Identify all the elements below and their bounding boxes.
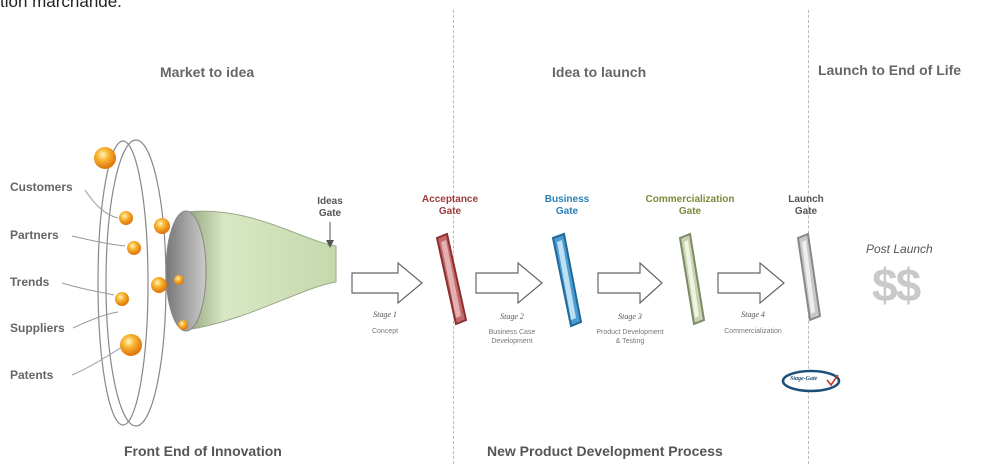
idea-bubble	[151, 277, 167, 293]
stage-1-label: Stage 1	[373, 310, 397, 319]
dollar-sign-symbol: $$	[872, 259, 921, 311]
stage-4-desc: Commercialization	[724, 328, 782, 335]
source-arrows	[61, 189, 126, 376]
stage-3-desc-line2: & Testing	[615, 338, 645, 345]
idea-bubble	[154, 218, 170, 234]
business-gate-label-line1: Business	[544, 194, 590, 205]
stage-gate-logo-text: Stage-Gate	[790, 376, 818, 382]
acceptance-gate-label-line2: Gate	[438, 206, 462, 217]
footer-new-product-development: New Product Development Process	[487, 443, 723, 459]
idea-bubble	[94, 147, 116, 169]
commercialization-gate-label-line2: Gate	[678, 206, 702, 217]
stage-3-block: Stage 3 Product Development & Testing	[580, 312, 680, 346]
business-gate-label-line2: Gate	[555, 206, 579, 217]
section-divider-1	[453, 10, 454, 464]
ideas-gate-label-line2: Gate	[318, 208, 342, 219]
idea-bubble	[120, 334, 142, 356]
stage-2-label: Stage 2	[500, 312, 524, 321]
ideas-gate-label: Ideas Gate	[310, 196, 350, 220]
stage-3-desc-line1: Product Development	[596, 329, 664, 336]
stage-gate-logo	[781, 369, 841, 393]
funnel-body	[185, 210, 337, 331]
idea-bubble	[115, 292, 129, 306]
business-gate-pane	[551, 232, 583, 328]
stage-4-label: Stage 4	[741, 310, 765, 319]
idea-bubble	[119, 211, 133, 225]
idea-bubble	[178, 320, 188, 330]
stage-2-desc-line2: Development	[491, 338, 533, 345]
launch-gate-pane	[796, 232, 822, 322]
post-launch-label: Post Launch	[866, 242, 933, 256]
stage-1-desc: Concept	[371, 328, 399, 335]
launch-gate-label: Launch Gate	[776, 194, 836, 218]
header-idea-to-launch: Idea to launch	[552, 64, 647, 80]
commercialization-gate-label: Commercialization Gate	[632, 194, 748, 218]
source-label-patents: Patents	[10, 368, 54, 382]
commercialization-gate-label-line1: Commercialization	[645, 194, 735, 205]
source-label-suppliers: Suppliers	[10, 321, 65, 335]
idea-bubble	[127, 241, 141, 255]
business-gate-label: Business Gate	[532, 194, 602, 218]
stage-arrow-3	[597, 261, 663, 305]
source-label-trends: Trends	[10, 275, 50, 289]
header-market-to-idea: Market to idea	[160, 64, 255, 80]
ideas-gate-label-line1: Ideas	[317, 196, 343, 207]
stage-arrow-2	[475, 261, 543, 305]
footer-front-end-of-innovation: Front End of Innovation	[124, 443, 282, 459]
stage-2-block: Stage 2 Business Case Development	[472, 312, 552, 346]
source-label-customers: Customers	[10, 180, 73, 194]
acceptance-gate-label-line1: Acceptance	[421, 194, 479, 205]
stage-3-label: Stage 3	[618, 312, 642, 321]
launch-gate-label-line2: Gate	[794, 206, 818, 217]
idea-bubble	[174, 275, 184, 285]
launch-gate-label-line1: Launch	[788, 194, 824, 205]
top-text-fragment: tion marchande.	[0, 0, 122, 11]
funnel-mouth	[165, 210, 207, 332]
stage-2-desc-line1: Business Case	[488, 329, 536, 336]
header-launch-to-end: Launch to End of Life	[818, 62, 962, 78]
stage-arrow-4	[717, 261, 785, 305]
stage-4-block: Stage 4 Commercialization	[708, 310, 798, 336]
commercialization-gate-pane	[678, 232, 706, 326]
acceptance-gate-pane	[435, 232, 468, 326]
source-label-partners: Partners	[10, 228, 59, 242]
stage-arrow-1	[351, 261, 423, 305]
funnel-ring-inner	[97, 140, 149, 426]
acceptance-gate-label: Acceptance Gate	[410, 194, 490, 218]
stage-1-block: Stage 1 Concept	[354, 310, 416, 336]
